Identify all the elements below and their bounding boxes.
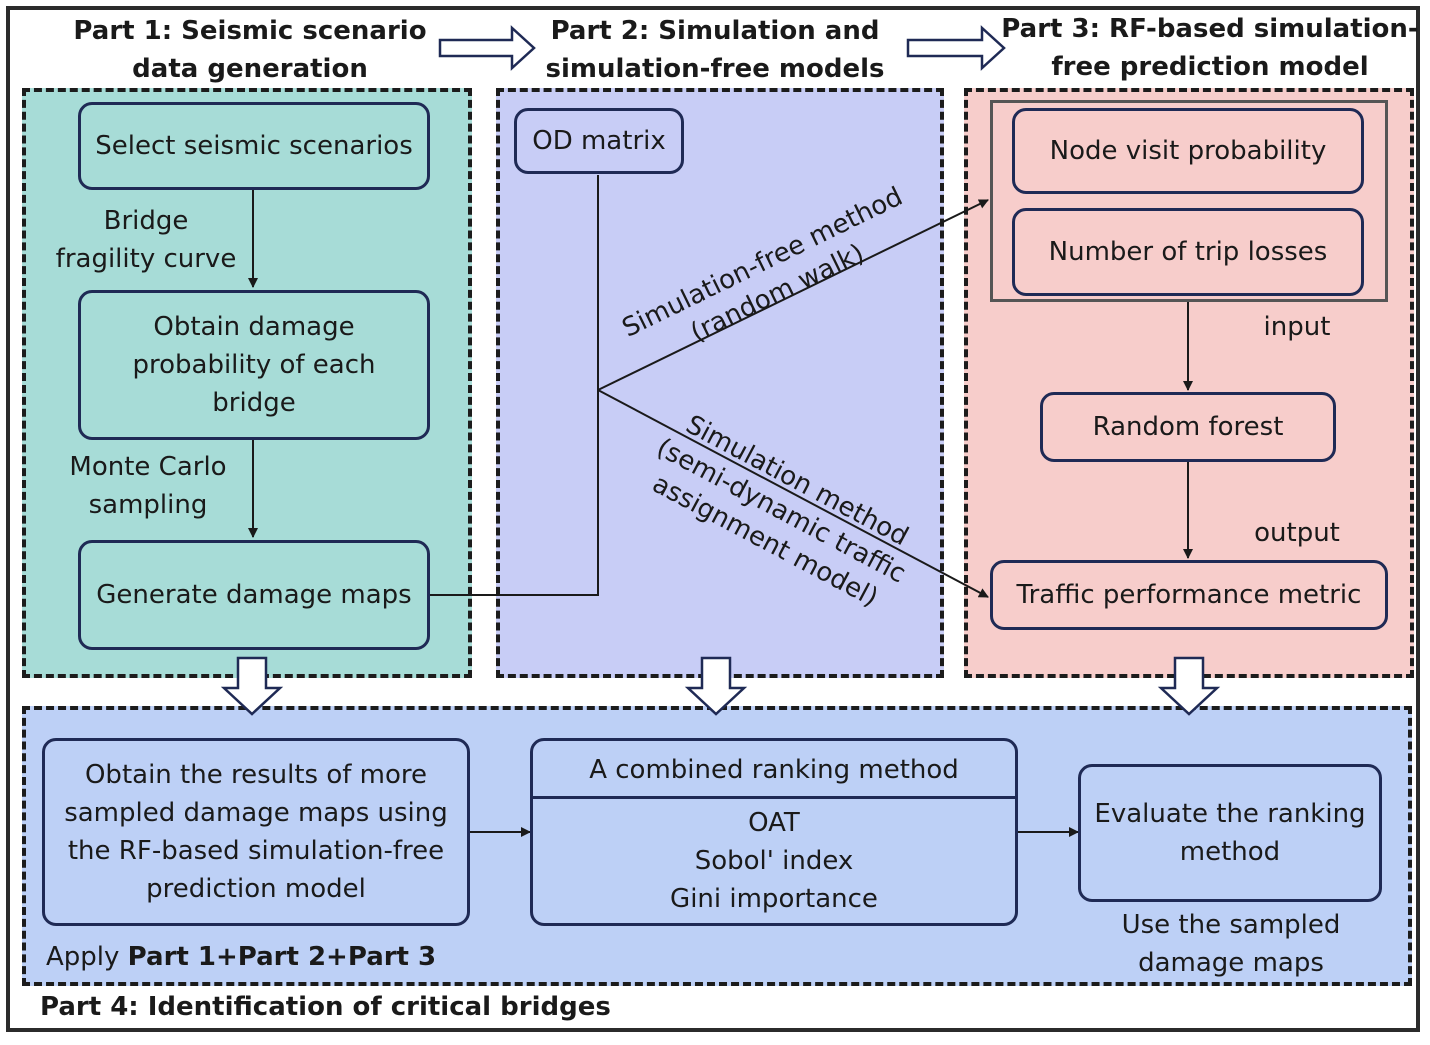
part4-header: Part 4: Identification of critical bridg…	[40, 992, 611, 1022]
trip-losses-box: Number of trip losses	[1012, 208, 1364, 296]
generate-maps-box: Generate damage maps	[78, 540, 430, 650]
combined-ranking-title: A combined ranking method	[533, 741, 1015, 799]
arrow-simfree	[597, 199, 989, 391]
obtain-damage-box: Obtain damage probability of each bridge	[78, 290, 430, 440]
part1-header: Part 1: Seismic scenario data generation	[73, 16, 427, 84]
down-arrow-3	[1157, 656, 1221, 716]
monte-carlo-label: Monte Carlo sampling	[69, 452, 227, 520]
down-arrow-2	[684, 656, 748, 716]
random-forest-box: Random forest	[1040, 392, 1336, 462]
input-label: input	[1263, 312, 1331, 342]
fragility-curve-label: Bridge fragility curve	[55, 206, 237, 274]
combined-ranking-items: OAT Sobol' index Gini importance	[670, 808, 878, 914]
evaluate-ranking-box: Evaluate the ranking method	[1078, 764, 1382, 902]
apply-prefix: Apply	[46, 942, 128, 972]
node-visit-box: Node visit probability	[1012, 108, 1364, 194]
part3-header: Part 3: RF-based simulation- free predic…	[1001, 14, 1419, 82]
od-matrix-box: OD matrix	[514, 108, 684, 174]
select-scenarios-box: Select seismic scenarios	[78, 102, 430, 190]
diagram-frame	[6, 6, 1420, 1032]
header-arrow-1	[438, 25, 536, 71]
line-generate-to-od	[430, 175, 599, 596]
apply-parts-bold: Part 1+Part 2+Part 3	[127, 942, 437, 972]
combined-ranking-box: A combined ranking method OAT Sobol' ind…	[530, 738, 1018, 926]
part2-header: Part 2: Simulation and simulation-free m…	[545, 16, 885, 84]
apply-parts-label: Apply Part 1+Part 2+Part 3	[46, 938, 436, 976]
part2-panel	[496, 88, 944, 678]
traffic-metric-box: Traffic performance metric	[990, 560, 1388, 630]
output-label: output	[1254, 518, 1340, 548]
header-arrow-2	[906, 25, 1006, 71]
use-sampled-label: Use the sampled damage maps	[1121, 910, 1341, 978]
part3-input-group	[990, 100, 1388, 302]
down-arrow-1	[220, 656, 284, 716]
arrow-simulation	[597, 389, 989, 598]
obtain-results-box: Obtain the results of more sampled damag…	[42, 738, 470, 926]
